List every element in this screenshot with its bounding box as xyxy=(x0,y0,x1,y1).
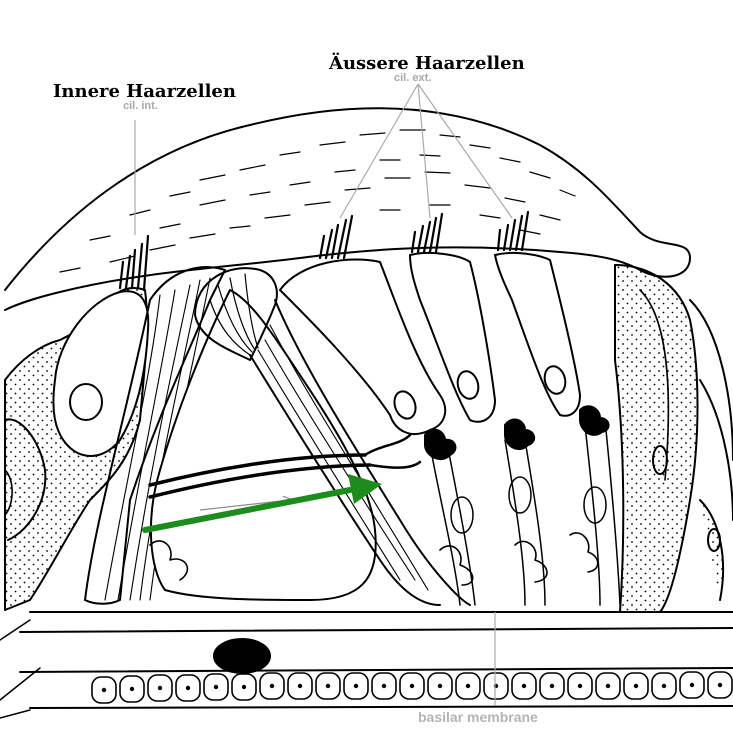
outer-hair-cells xyxy=(280,253,580,434)
inner-cilia-label: cil. int. xyxy=(123,100,158,112)
base-line-4 xyxy=(30,706,733,708)
outer-cilia-label: cil. ext. xyxy=(394,72,431,84)
outer-hair-cells-label: Äussere Haarzellen xyxy=(327,53,527,74)
base-line-3 xyxy=(20,668,733,672)
basilar-membrane-label: basilar membrane xyxy=(418,709,538,725)
inner-hair-cells-label: Innere Haarzellen xyxy=(51,81,238,102)
spiral-vessel xyxy=(214,639,270,673)
base-line-2 xyxy=(20,628,733,632)
